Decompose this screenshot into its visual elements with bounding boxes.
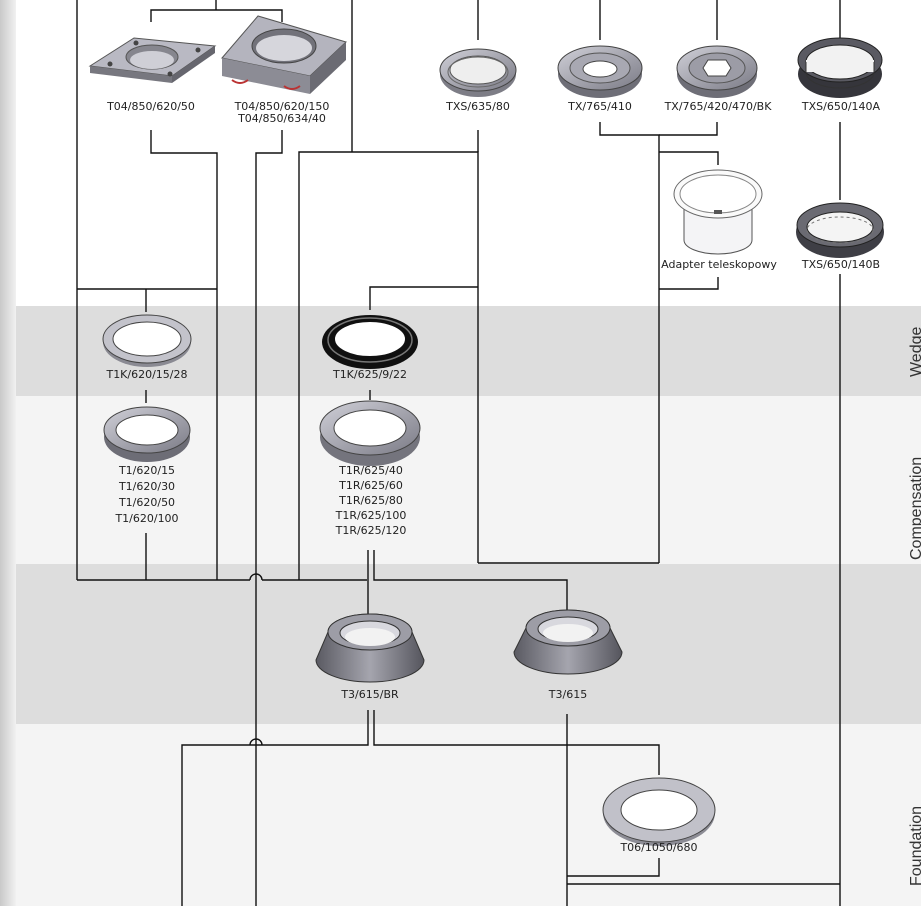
part-plate-t04-50	[88, 37, 217, 83]
part-ring-t1-620	[103, 406, 191, 462]
part-ring-tx-765-420-bk	[676, 45, 758, 98]
part-ring-t06-1050-680	[602, 777, 716, 846]
label-tx-765-410: TX/765/410	[568, 100, 632, 113]
band-foundation	[16, 724, 921, 906]
part-ring-t1k-620-15-28	[102, 314, 192, 367]
part-cone-t3-615-br	[315, 613, 425, 683]
label-txs-635-80: TXS/635/80	[446, 100, 510, 113]
label-t3-615-br: T3/615/BR	[341, 688, 399, 701]
label-tx-765-420-470-bk: TX/765/420/470/BK	[664, 100, 772, 113]
section-label-foundation: Foundation	[908, 805, 921, 886]
label-t1k-625-9-22: T1K/625/9/22	[332, 368, 408, 381]
part-ring-t1k-625-9-22	[322, 315, 418, 369]
part-cone-t3-615	[513, 609, 623, 675]
part-ring-t1r-625	[319, 400, 421, 466]
band-middle	[16, 564, 921, 724]
part-block-t04-150	[221, 15, 347, 94]
section-label-wedge: Wedge	[908, 326, 921, 377]
label-t1-620: T1/620/15 T1/620/30 T1/620/50 T1/620/100	[115, 464, 179, 525]
section-label-compensation: Compensation	[908, 456, 921, 560]
left-edge-shade	[0, 0, 16, 906]
part-ring-txs-635-80	[439, 48, 517, 97]
part-ring-tx-765-410	[557, 45, 643, 98]
label-txs-650-140a: TXS/650/140A	[801, 100, 881, 113]
label-t04-850-620-50: T04/850/620/50	[107, 100, 195, 113]
part-adapter-teleskopowy	[673, 169, 763, 255]
label-t04-850-620-150: T04/850/620/150 T04/850/634/40	[234, 100, 330, 125]
part-ring-txs-650-140b	[796, 202, 884, 258]
label-t1k-620-15-28: T1K/620/15/28	[106, 368, 188, 381]
connector-lines	[76, 0, 841, 906]
line-crossing-hops	[249, 573, 263, 751]
label-t3-615: T3/615	[548, 688, 588, 701]
label-t06-1050-680: T06/1050/680	[620, 841, 698, 854]
label-txs-650-140b: TXS/650/140B	[801, 258, 881, 271]
part-ring-txs-650-140a	[797, 37, 883, 98]
label-t1r-625: T1R/625/40 T1R/625/60 T1R/625/80 T1R/625…	[335, 464, 407, 537]
label-adapter-teleskopowy: Adapter teleskopowy	[661, 258, 777, 271]
